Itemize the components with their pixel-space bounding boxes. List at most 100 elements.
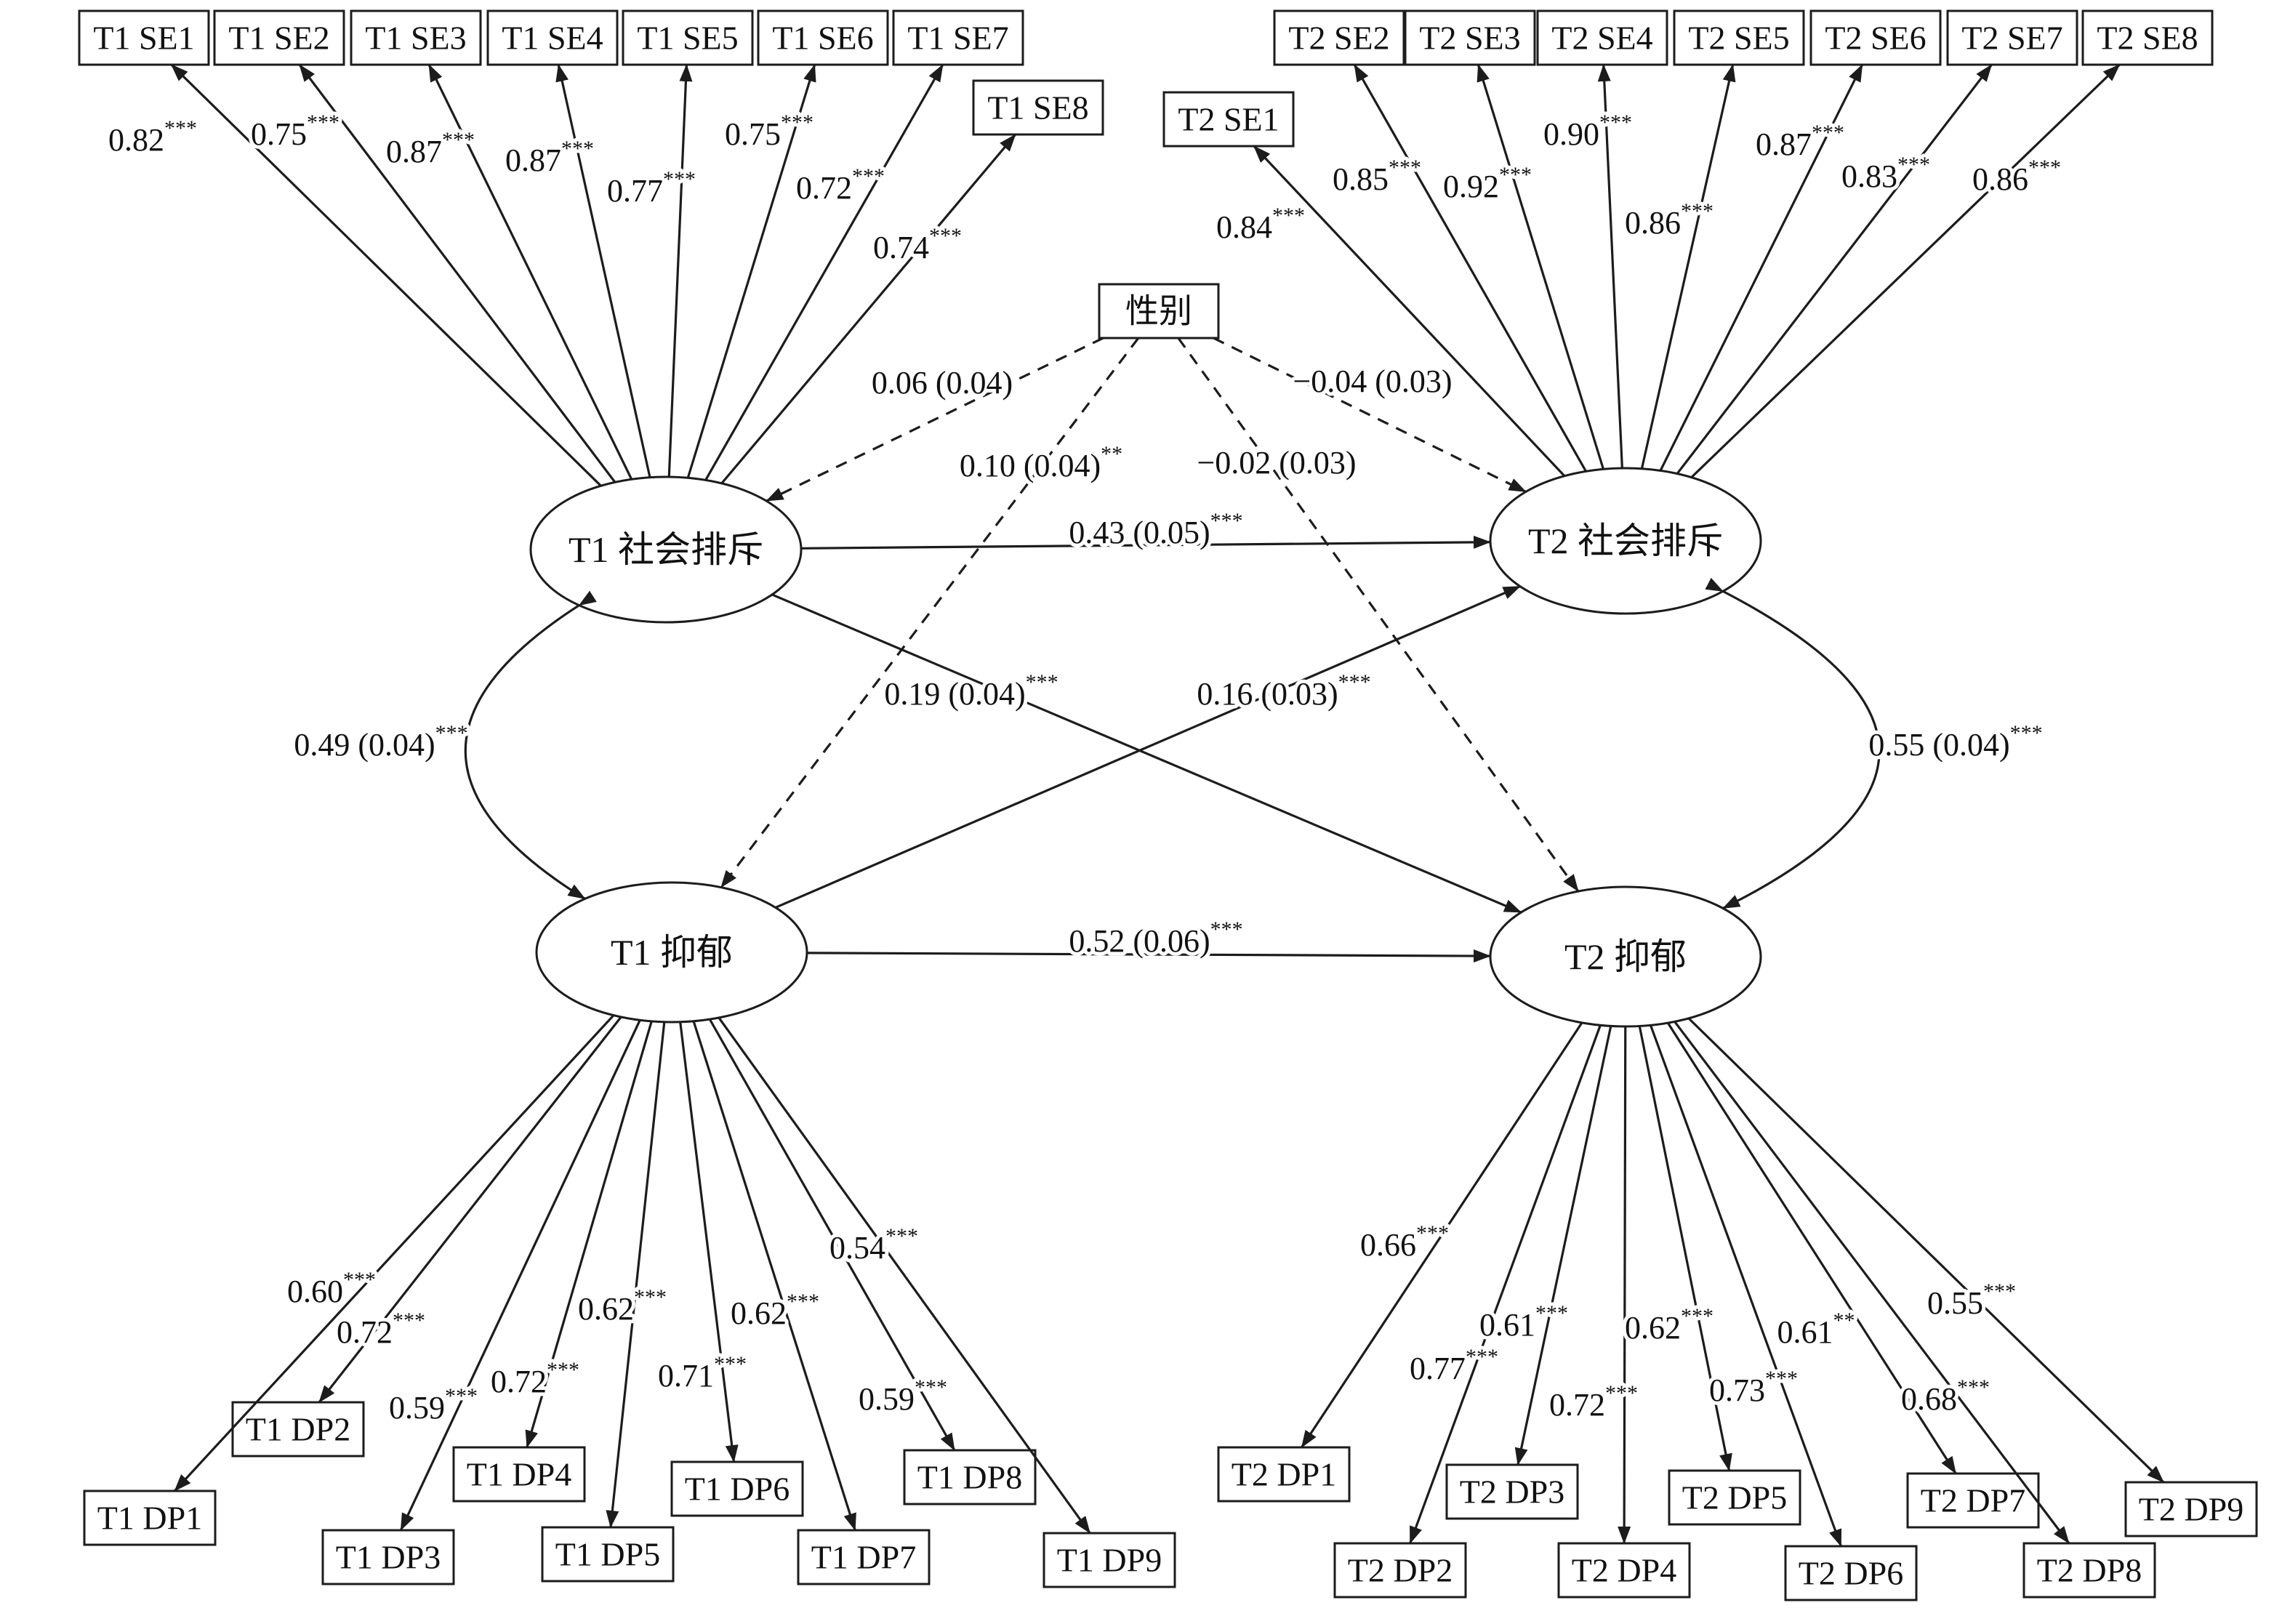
edge-label-gender-t1se: 0.06 (0.04) [872, 365, 1013, 401]
edge-t1se-t1se4 [555, 64, 651, 478]
gender-box [1098, 283, 1220, 339]
edge-label-t1se-t1se5: 0.77*** [607, 167, 696, 209]
node-t1dp9: T1 DP9 [1042, 1532, 1176, 1588]
node-label-t2se4: T2 SE4 [1551, 20, 1652, 57]
edge-t1dp-t2se [775, 585, 1521, 909]
t2dp2-box [1333, 1542, 1467, 1599]
edge-label-t1dp-t1dp5: 0.62*** [578, 1285, 667, 1327]
edge-label-t2dp-t2dp7: 0.61** [1777, 1309, 1855, 1350]
t2dp3-box [1445, 1463, 1579, 1520]
node-label-t1dp8: T1 DP8 [917, 1459, 1022, 1496]
node-label-t2se8: T2 SE8 [2097, 20, 2198, 57]
node-t2se1: T2 SE1 [1162, 91, 1295, 148]
node-t2se4: T2 SE4 [1536, 9, 1668, 66]
node-gender: 性别 [1098, 283, 1220, 339]
edge-label-t2dp-t2dp4: 0.72*** [1549, 1381, 1638, 1423]
edge-t1se-t1se5 [667, 64, 693, 478]
node-label-t2se7: T2 SE7 [1961, 20, 2062, 57]
node-t2dp2: T2 DP2 [1333, 1542, 1467, 1599]
edge-gender-t1dp [720, 337, 1140, 888]
t1se7-box [892, 9, 1024, 66]
edge-t2se-t2se4 [1597, 64, 1623, 469]
node-label-t1se3: T1 SE3 [365, 20, 466, 57]
edge-gender-t2dp [1177, 337, 1580, 892]
t2dp4-box [1557, 1542, 1691, 1599]
node-t1dp3: T1 DP3 [321, 1529, 455, 1585]
edge-label-t2dp-t2dp1: 0.66*** [1360, 1221, 1449, 1263]
node-t1se4: T1 SE4 [486, 9, 619, 66]
edge-t1se-t1se6 [686, 64, 816, 478]
edge-label-t1dp-t1dp2: 0.72*** [337, 1309, 425, 1350]
node-label-t2se5: T2 SE5 [1688, 20, 1789, 57]
t2dp7-box [1906, 1472, 2040, 1529]
node-t1dp7: T1 DP7 [797, 1529, 931, 1585]
node-label-t1dp: T1 抑郁 [611, 932, 733, 973]
edge-label-t2se-t2se5: 0.86*** [1625, 199, 1714, 241]
node-label-t1dp1: T1 DP1 [97, 1500, 202, 1537]
t1dp8-box [903, 1449, 1037, 1506]
t1dp7-box [797, 1529, 931, 1585]
edge-t2se-t2se6 [1659, 64, 1864, 472]
edge-t2se-t2se5 [1640, 64, 1736, 470]
t2dp8-box [2022, 1542, 2156, 1599]
node-t1se3: T1 SE3 [350, 9, 482, 66]
edge-t1se-t2se [800, 535, 1492, 550]
t1dp1-box [83, 1490, 217, 1546]
node-label-t1se5: T1 SE5 [637, 20, 738, 57]
edge-label-t1se-t1se8: 0.74*** [873, 224, 962, 265]
node-t2dp4: T2 DP4 [1557, 1542, 1691, 1599]
t2se5-box [1673, 9, 1805, 66]
edge-t1dp-t1dp9 [718, 1017, 1091, 1534]
edge-t2dp-t2dp9 [1687, 1017, 2165, 1484]
node-t2se5: T2 SE5 [1673, 9, 1805, 66]
node-t1dp8: T1 DP8 [903, 1449, 1037, 1506]
edge-label-t2dp-t2dp3: 0.61*** [1479, 1301, 1568, 1343]
edge-label-t1se-t2se: 0.43 (0.05)*** [1069, 509, 1242, 550]
edge-t1se-t1se1 [170, 63, 602, 487]
edge-label-t2se-t2se8: 0.86*** [1972, 156, 2061, 197]
edge-t1dp-t2dp [806, 949, 1491, 963]
edge-t2dp-t2dp8 [1674, 1021, 2070, 1544]
edge-t2dp-t2dp2 [1409, 1024, 1602, 1544]
node-label-gender: 性别 [1125, 293, 1192, 330]
edge-label-t1dp-t1dp8: 0.59*** [859, 1375, 947, 1417]
edge-gender-t2se [1213, 337, 1527, 493]
edge-label-t1dp-t1dp3: 0.59*** [389, 1384, 478, 1426]
edge-label-t2se-t2se2: 0.85*** [1333, 156, 1421, 197]
node-t2se8: T2 SE8 [2081, 9, 2214, 66]
node-label-t1se: T1 社会排斥 [569, 529, 763, 570]
edge-label-t1se-t1dp: 0.49 (0.04)*** [294, 721, 467, 763]
node-label-t1dp9: T1 DP9 [1057, 1542, 1162, 1579]
edge-label-t2se-t2se1: 0.84*** [1216, 204, 1305, 245]
edge-label-t2se-t2se4: 0.90*** [1543, 110, 1632, 152]
node-label-t1se6: T1 SE6 [772, 20, 873, 57]
node-t1se1: T1 SE1 [78, 9, 210, 66]
node-t1dp: T1 抑郁 [535, 881, 808, 1024]
node-label-t1se8: T1 SE8 [987, 89, 1088, 126]
t1se4-box [486, 9, 619, 66]
edge-label-t1se-t1se1: 0.82*** [108, 116, 197, 158]
edge-t1se-t2dp [771, 593, 1522, 914]
node-label-t2dp2: T2 DP2 [1348, 1552, 1453, 1589]
node-label-t1se4: T1 SE4 [502, 20, 603, 57]
node-t1se: T1 社会排斥 [529, 475, 803, 624]
node-label-t1dp7: T1 DP7 [811, 1539, 916, 1576]
edge-label-t2dp-t2dp9: 0.55*** [1927, 1279, 2016, 1321]
edge-label-t2dp-t2dp6: 0.73*** [1709, 1367, 1798, 1408]
node-label-t1dp6: T1 DP6 [685, 1471, 790, 1508]
edge-label-gender-t2se: −0.04 (0.03) [1293, 363, 1452, 399]
edge-label-t2dp-t2dp5: 0.62*** [1625, 1304, 1714, 1346]
edge-t2se-t2se8 [1690, 63, 2121, 478]
edge-t1dp-t1dp3 [399, 1019, 641, 1531]
t2se3-box [1404, 9, 1536, 66]
t2se7-box [1946, 9, 2078, 66]
t1dp6-box [670, 1460, 804, 1517]
t2se6-box [1809, 9, 1942, 66]
edge-t1se-t1se7 [704, 64, 944, 481]
edge-label-t1se-t1se4: 0.87*** [505, 137, 594, 178]
edge-t2dp-t2dp7 [1666, 1022, 1957, 1474]
edge-label-t1dp-t1dp7: 0.62*** [731, 1290, 819, 1331]
edge-t2se-t2se1 [1253, 145, 1566, 477]
t1se2-box [213, 9, 345, 66]
